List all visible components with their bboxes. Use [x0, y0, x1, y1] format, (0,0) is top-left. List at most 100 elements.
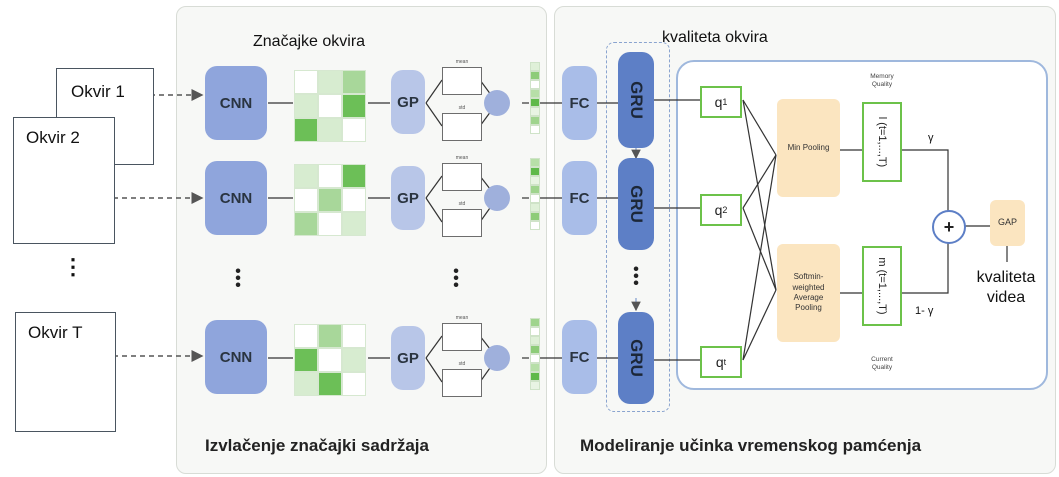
- heatmap-cell: [342, 372, 366, 396]
- vector-cell: [530, 158, 540, 167]
- std-label: std: [458, 201, 466, 207]
- gru-label-1: GRU: [627, 81, 646, 119]
- concat-circle-2: [484, 185, 510, 211]
- qt-label: q: [715, 354, 724, 370]
- gru-group-box: [606, 42, 670, 412]
- gru-block-1: GRU: [618, 52, 654, 148]
- frame-1-label: Okvir 1: [71, 82, 125, 101]
- vector-cell: [530, 194, 540, 203]
- frame-t: Okvir T: [15, 312, 116, 432]
- q1-label: q: [714, 94, 723, 110]
- gamma-label: γ: [928, 132, 934, 144]
- vector-cell: [530, 372, 540, 381]
- concat-circle-t: [484, 345, 510, 371]
- gap-block: GAP: [990, 200, 1025, 246]
- temporal-memory-title: Modeliranje učinka vremenskog pamćenja: [580, 436, 922, 455]
- min-pooling-block: Min Pooling: [777, 99, 840, 197]
- std-box-1: std: [442, 105, 482, 141]
- mean-label: mean: [455, 315, 469, 321]
- vector-cell: [530, 125, 540, 134]
- heatmap-cell: [294, 70, 318, 94]
- heatmap-cell: [342, 348, 366, 372]
- mean-label: mean: [455, 155, 469, 161]
- heatmap-cell: [294, 164, 318, 188]
- heatmap-cell: [342, 188, 366, 212]
- vector-cell: [530, 212, 540, 221]
- gru-label-2: GRU: [627, 185, 646, 223]
- std-label: std: [458, 105, 466, 111]
- vector-cell: [530, 176, 540, 185]
- heatmap-cell: [294, 188, 318, 212]
- heatmap-cell: [294, 348, 318, 372]
- softmin-pooling-block: Softmin-weighted Average Pooling: [777, 244, 840, 342]
- q1-subscript: 1: [722, 97, 728, 107]
- heatmap-cell: [342, 164, 366, 188]
- feature-vector-1: [530, 62, 540, 134]
- frame-2-label: Okvir 2: [26, 128, 80, 147]
- feature-map-1: [294, 70, 366, 142]
- vector-cell: [530, 89, 540, 98]
- heatmap-cell: [318, 118, 342, 142]
- gp-block-t: GP: [391, 326, 425, 390]
- vector-cell: [530, 185, 540, 194]
- current-quality-box: m (t=1,...,T): [862, 246, 902, 326]
- vector-cell: [530, 98, 540, 107]
- heatmap-cell: [342, 70, 366, 94]
- q2-subscript: 2: [722, 205, 728, 215]
- vector-cell: [530, 345, 540, 354]
- feature-vector-t: [530, 318, 540, 390]
- heatmap-cell: [318, 212, 342, 236]
- video-quality-line2: videa: [986, 289, 1026, 306]
- heatmap-cell: [294, 212, 318, 236]
- plus-sign: +: [943, 216, 955, 237]
- vector-cell: [530, 116, 540, 125]
- sum-circle: +: [932, 210, 966, 244]
- heatmap-cell: [342, 94, 366, 118]
- memory-formula: l (t=1,...,T): [876, 116, 888, 168]
- vector-cell: [530, 354, 540, 363]
- current-quality-label: Current Quality: [871, 356, 893, 372]
- heatmap-cell: [318, 70, 342, 94]
- mean-box-1: mean: [442, 59, 482, 95]
- memory-quality-box: l (t=1,...,T): [862, 102, 902, 182]
- frame-2: Okvir 2: [13, 117, 115, 244]
- heatmap-cell: [342, 324, 366, 348]
- heatmap-cell: [318, 188, 342, 212]
- cnn-vertical-dots: •••: [235, 263, 241, 294]
- heatmap-cell: [318, 94, 342, 118]
- video-quality-label: kvaliteta videa: [962, 268, 1050, 308]
- vector-cell: [530, 381, 540, 390]
- mean-label: mean: [455, 59, 469, 65]
- vector-cell: [530, 221, 540, 230]
- qt-subscript: t: [723, 357, 727, 367]
- heatmap-cell: [318, 348, 342, 372]
- std-box-2: std: [442, 201, 482, 237]
- vector-cell: [530, 336, 540, 345]
- feature-map-2: [294, 164, 366, 236]
- vector-cell: [530, 363, 540, 372]
- cnn-block-t: CNN: [205, 320, 267, 394]
- heatmap-cell: [318, 372, 342, 396]
- vector-cell: [530, 71, 540, 80]
- vector-cell: [530, 167, 540, 176]
- cnn-block-2: CNN: [205, 161, 267, 235]
- feature-map-t: [294, 324, 366, 396]
- gp-block-2: GP: [391, 166, 425, 230]
- heatmap-cell: [294, 94, 318, 118]
- fc-block-1: FC: [562, 66, 597, 140]
- heatmap-cell: [318, 324, 342, 348]
- heatmap-cell: [342, 118, 366, 142]
- heatmap-cell: [294, 118, 318, 142]
- heatmap-cell: [294, 324, 318, 348]
- memory-quality-label: Memory Quality: [870, 73, 894, 89]
- vector-cell: [530, 327, 540, 336]
- fc-block-t: FC: [562, 320, 597, 394]
- gru-label-t: GRU: [627, 339, 646, 377]
- gru-vertical-dots: •••: [633, 261, 639, 292]
- mean-box-2: mean: [442, 155, 482, 191]
- vector-cell: [530, 80, 540, 89]
- frames-ellipsis: ⋮: [62, 254, 84, 279]
